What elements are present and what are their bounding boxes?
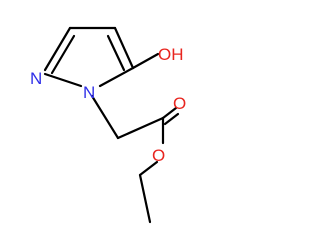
bond-c-o-double-2 <box>163 112 180 126</box>
molecule-canvas: N N OH O O <box>30 26 187 224</box>
atom-n-ring-substituted: N <box>83 83 95 102</box>
bond-c5-oh <box>131 52 160 70</box>
molecule-structure: N N OH O O <box>30 26 186 224</box>
bond-c5-n1 <box>98 66 135 88</box>
bond-n1-ch2 <box>90 94 120 140</box>
bond-c-o-double-1 <box>161 106 178 120</box>
bond-ch2-c <box>116 116 165 140</box>
atom-hydroxyl: OH <box>158 45 184 64</box>
bond-c4-c5-double <box>106 34 126 72</box>
atom-n-ring-double: N <box>30 69 42 88</box>
bond-oester-ch2 <box>138 160 159 177</box>
bond-c4-c5 <box>113 26 135 70</box>
atom-ester-o: O <box>152 146 165 165</box>
bond-n2-c3 <box>43 26 72 72</box>
atom-carbonyl-o: O <box>173 94 186 113</box>
bond-n2-c3-double <box>50 34 76 75</box>
bond-ch2-ch3 <box>138 173 152 224</box>
bond-n1-n2 <box>43 72 83 88</box>
